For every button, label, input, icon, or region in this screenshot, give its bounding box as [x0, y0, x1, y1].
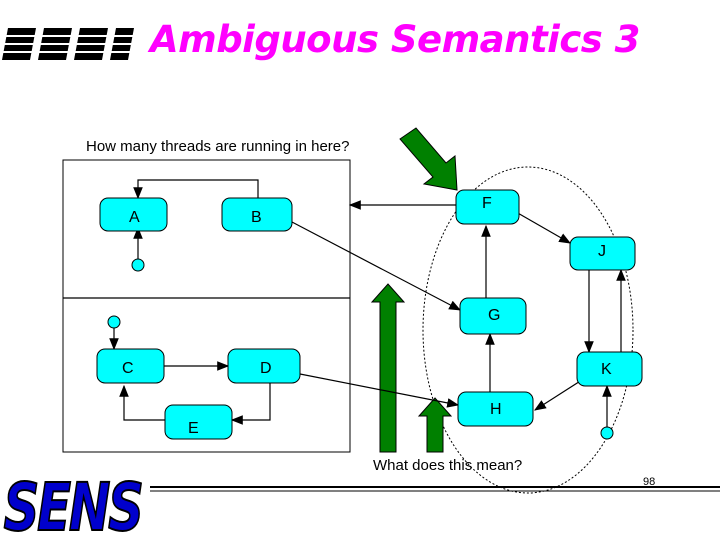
- slide-title: Ambiguous Semantics 3: [150, 18, 640, 61]
- highlight-ellipse: [422, 166, 634, 494]
- green-arrow-tall: [370, 283, 406, 453]
- svg-text:K: K: [601, 361, 612, 378]
- svg-text:E: E: [188, 420, 199, 437]
- question-bottom: What does this mean?: [373, 457, 523, 474]
- svg-text:B: B: [251, 209, 262, 226]
- node-d: D: [227, 348, 301, 384]
- node-c: C: [96, 348, 165, 384]
- sens-logo: SENS: [3, 468, 146, 540]
- page-number: 98: [643, 476, 656, 488]
- question-top: How many threads are running in here?: [86, 138, 350, 155]
- svg-text:A: A: [129, 209, 140, 226]
- node-k: K: [576, 351, 643, 387]
- node-e: E: [164, 404, 233, 440]
- svg-text:D: D: [260, 360, 272, 377]
- node-b: B: [221, 197, 293, 232]
- green-arrow-top: [399, 127, 458, 191]
- initial-dot-c: [107, 315, 121, 329]
- svg-text:F: F: [482, 195, 492, 212]
- svg-text:G: G: [488, 307, 500, 324]
- svg-text:H: H: [490, 401, 502, 418]
- svg-text:C: C: [122, 360, 134, 377]
- node-h: H: [457, 391, 534, 427]
- node-g: G: [459, 297, 527, 335]
- node-j: J: [569, 236, 636, 271]
- svg-text:SENS: SENS: [4, 469, 142, 540]
- initial-dot-a: [131, 258, 145, 272]
- initial-dot-k: [600, 426, 614, 440]
- svg-text:J: J: [598, 243, 606, 260]
- node-a: A: [99, 197, 168, 232]
- logo-bars: [2, 28, 134, 60]
- node-f: F: [455, 189, 520, 225]
- outer-frame: [62, 159, 351, 453]
- green-arrow-short: [417, 397, 453, 453]
